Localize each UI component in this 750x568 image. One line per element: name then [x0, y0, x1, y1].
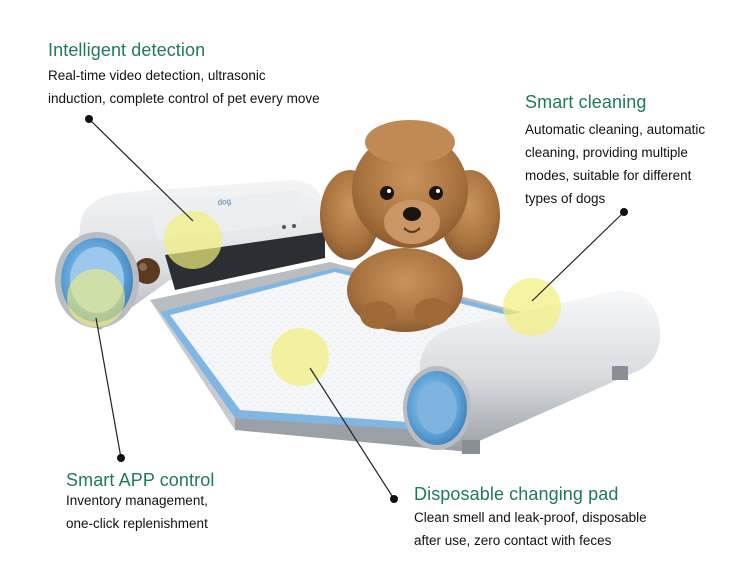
highlight-app — [67, 269, 125, 327]
right-roller — [420, 291, 661, 454]
leader-dots — [85, 115, 628, 503]
leader-lines — [88, 118, 625, 500]
pad-heading: Disposable changing pad — [414, 484, 619, 504]
leader-cleaning — [531, 211, 625, 302]
app-heading: Smart APP control — [66, 470, 215, 490]
dog-image — [320, 120, 500, 332]
highlight-markers — [67, 211, 561, 386]
right-end-cap — [403, 366, 471, 450]
leader-pad — [309, 367, 395, 500]
detection-description: Real-time video detection, ultrasonic in… — [48, 68, 320, 106]
cleaning-heading: Smart cleaning — [525, 92, 647, 112]
highlight-detection — [164, 211, 222, 269]
speaker-dots — [282, 224, 296, 229]
leader-app — [95, 317, 122, 459]
highlight-pad — [271, 328, 329, 386]
detection-heading: Intelligent detection — [48, 40, 206, 60]
pad-description: Clean smell and leak-proof, disposable a… — [414, 510, 647, 548]
cleaning-description: Automatic cleaning, automatic cleaning, … — [525, 122, 706, 206]
svg-text:dog: dog — [217, 197, 231, 207]
highlight-cleaning — [503, 278, 561, 336]
leader-detection — [88, 118, 194, 222]
app-description: Inventory management, one-click replenis… — [66, 493, 208, 531]
